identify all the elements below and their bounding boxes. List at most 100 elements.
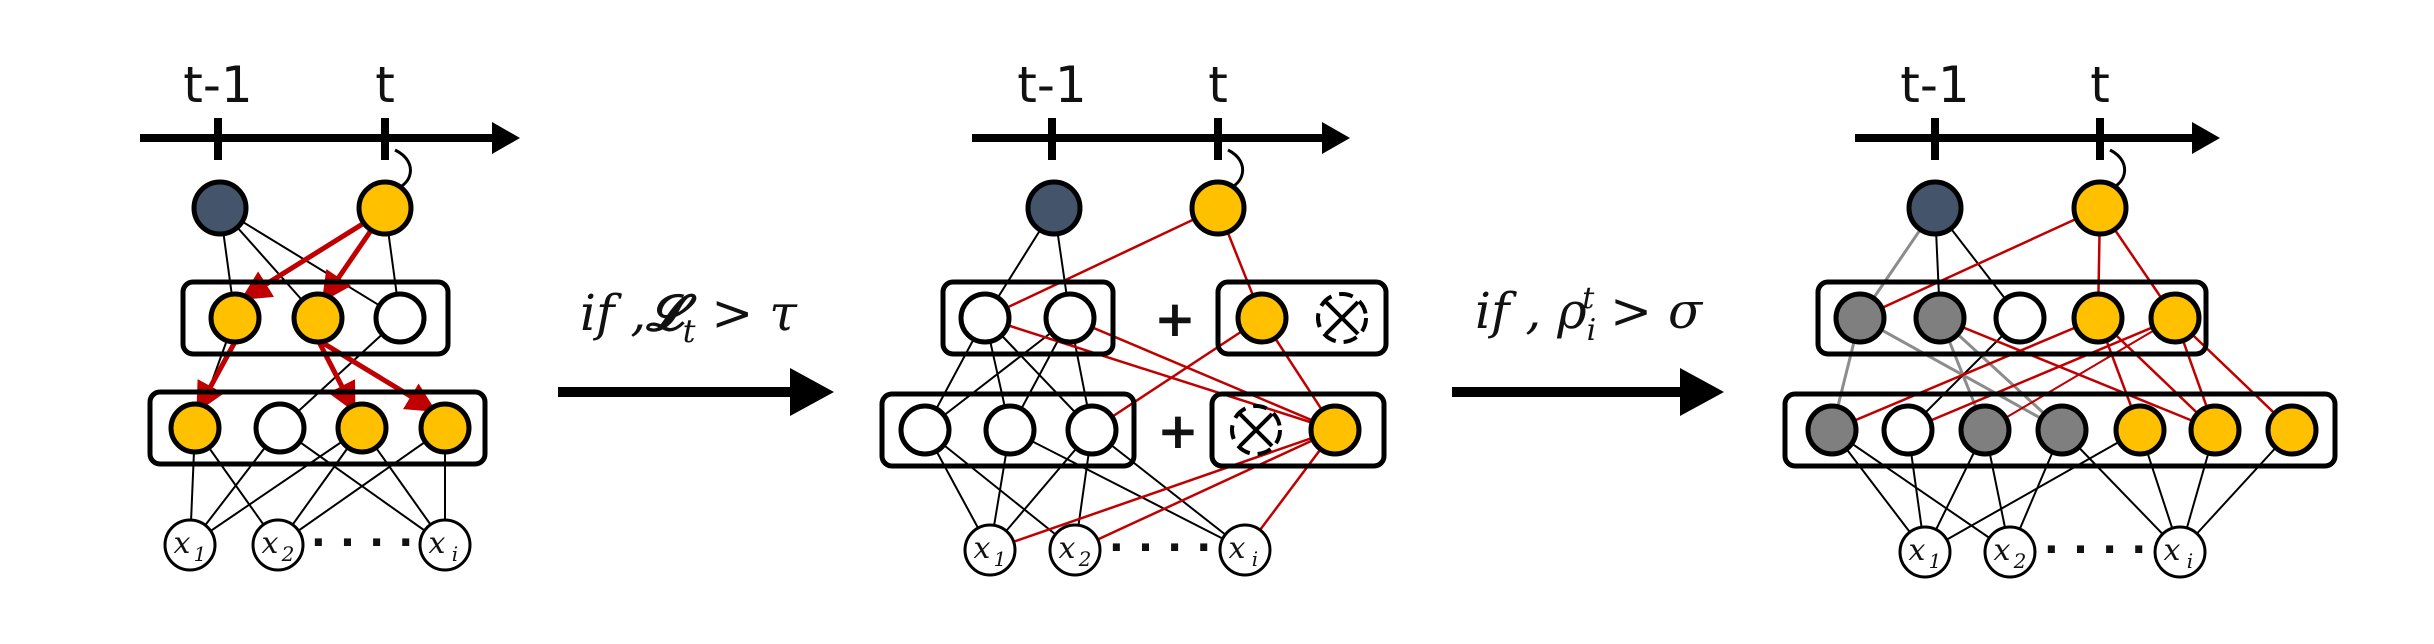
output-node-prev	[191, 179, 249, 237]
hidden-node	[418, 401, 472, 455]
input-node-x2	[1983, 525, 2037, 579]
hidden-node	[2113, 403, 2167, 457]
pruned-node-icon	[1230, 404, 1282, 456]
hidden-node	[1043, 291, 1097, 345]
hidden-node	[1235, 291, 1289, 345]
svg-text:x: x	[974, 531, 991, 566]
svg-text:2: 2	[281, 542, 295, 566]
hidden-node	[1993, 291, 2047, 345]
input-node-x2	[1048, 523, 1102, 577]
svg-text:x: x	[1909, 533, 1926, 568]
hidden-node	[208, 291, 262, 345]
hidden-layer-2-box	[180, 279, 451, 357]
input-node-xi	[1218, 523, 1272, 577]
hidden-node	[253, 401, 307, 455]
svg-text:i: i	[2187, 549, 2193, 573]
output-node-prev	[1025, 179, 1083, 237]
timeline-3: t-1 t	[1855, 56, 2220, 192]
input-node-x1	[963, 523, 1017, 577]
condition-threshold: if , ρit > σ	[1475, 281, 1704, 348]
arrow-right-icon	[1680, 368, 1724, 416]
hidden-layer-1-box	[1782, 391, 2338, 469]
input-node-x1	[1898, 525, 1952, 579]
hidden-node	[335, 401, 389, 455]
hidden-node	[898, 403, 952, 457]
plus-sign: +	[1157, 402, 1199, 460]
svg-text:x: x	[1994, 533, 2011, 568]
frozen-node	[1958, 403, 2012, 457]
frozen-node	[1805, 403, 1859, 457]
svg-text:i: i	[1252, 547, 1258, 571]
hidden-node	[983, 403, 1037, 457]
input-layer-2: x 1 x 2 · · · · x i	[963, 523, 1272, 577]
timeline-2: t-1 t	[972, 56, 1350, 192]
hidden-layer-1-old-box	[879, 391, 1137, 469]
hidden-node	[168, 401, 222, 455]
timeline-1: t-1 t	[140, 56, 520, 192]
tick-label-prev: t-1	[1900, 56, 1969, 114]
hidden-layer-1-new-box	[1209, 391, 1387, 469]
svg-text:x: x	[2164, 533, 2181, 568]
tick-label-prev: t-1	[183, 56, 252, 114]
panel-2: t-1 t	[879, 56, 1389, 577]
hidden-node	[2188, 403, 2242, 457]
edges-black-1	[189, 207, 446, 546]
hidden-layer-2-old-box	[940, 279, 1116, 357]
svg-text:x: x	[1229, 531, 1246, 566]
edges-red-3	[1831, 206, 2293, 432]
hidden-node	[2071, 291, 2125, 345]
hidden-layer-1-box	[147, 389, 488, 467]
input-node-x2	[251, 518, 305, 572]
hidden-node	[2148, 291, 2202, 345]
input-ellipsis: · · · ·	[1109, 525, 1212, 571]
panel-3: t-1 t	[1782, 56, 2338, 579]
input-node-xi	[418, 518, 472, 572]
panel-1: t-1 t	[140, 56, 520, 572]
tick-label-curr: t	[375, 56, 395, 114]
tick-label-curr: t	[1208, 56, 1228, 114]
frozen-node	[2035, 403, 2089, 457]
transition-2: if , ρit > σ	[1452, 281, 1724, 416]
input-ellipsis: · · · ·	[311, 520, 414, 566]
input-layer-1: x 1 x 2 · · · · x i	[163, 518, 472, 572]
output-node-curr	[356, 179, 414, 237]
tick-label-prev: t-1	[1017, 56, 1086, 114]
hidden-node	[373, 291, 427, 345]
frozen-node	[1833, 291, 1887, 345]
svg-text:1: 1	[1929, 549, 1942, 573]
input-layer-3: x 1 x 2 · · · · x i	[1898, 525, 2207, 579]
hidden-node	[1308, 403, 1362, 457]
svg-text:x: x	[262, 526, 279, 561]
hidden-node	[1065, 403, 1119, 457]
output-node-prev	[1906, 179, 1964, 237]
transition-1: if ,𝓛t > τ	[558, 283, 834, 416]
hidden-node	[291, 291, 345, 345]
output-node-curr	[2071, 179, 2129, 237]
edges-black-2	[924, 207, 1246, 551]
hidden-layer-2-new-box	[1215, 279, 1389, 357]
svg-text:1: 1	[994, 547, 1007, 571]
svg-text:x: x	[174, 526, 191, 561]
input-ellipsis: · · · ·	[2044, 527, 2147, 573]
output-node-curr	[1189, 179, 1247, 237]
input-node-x1	[163, 518, 217, 572]
hidden-node	[958, 291, 1012, 345]
tick-label-curr: t	[2090, 56, 2110, 114]
input-node-xi	[2153, 525, 2207, 579]
plus-sign: +	[1154, 290, 1196, 348]
frozen-node	[1913, 291, 1967, 345]
svg-text:2: 2	[2013, 549, 2027, 573]
pruned-node-icon	[1316, 292, 1368, 344]
hidden-layer-2-box	[1815, 279, 2209, 357]
arrow-right-icon	[790, 368, 834, 416]
condition-loss: if ,𝓛t > τ	[580, 283, 798, 350]
hidden-node	[1881, 403, 1935, 457]
svg-text:2: 2	[1078, 547, 1092, 571]
svg-text:x: x	[429, 526, 446, 561]
edges-red-2	[984, 206, 1337, 552]
hidden-node	[2265, 403, 2319, 457]
svg-text:1: 1	[194, 542, 207, 566]
svg-text:x: x	[1059, 531, 1076, 566]
svg-text:i: i	[452, 542, 458, 566]
